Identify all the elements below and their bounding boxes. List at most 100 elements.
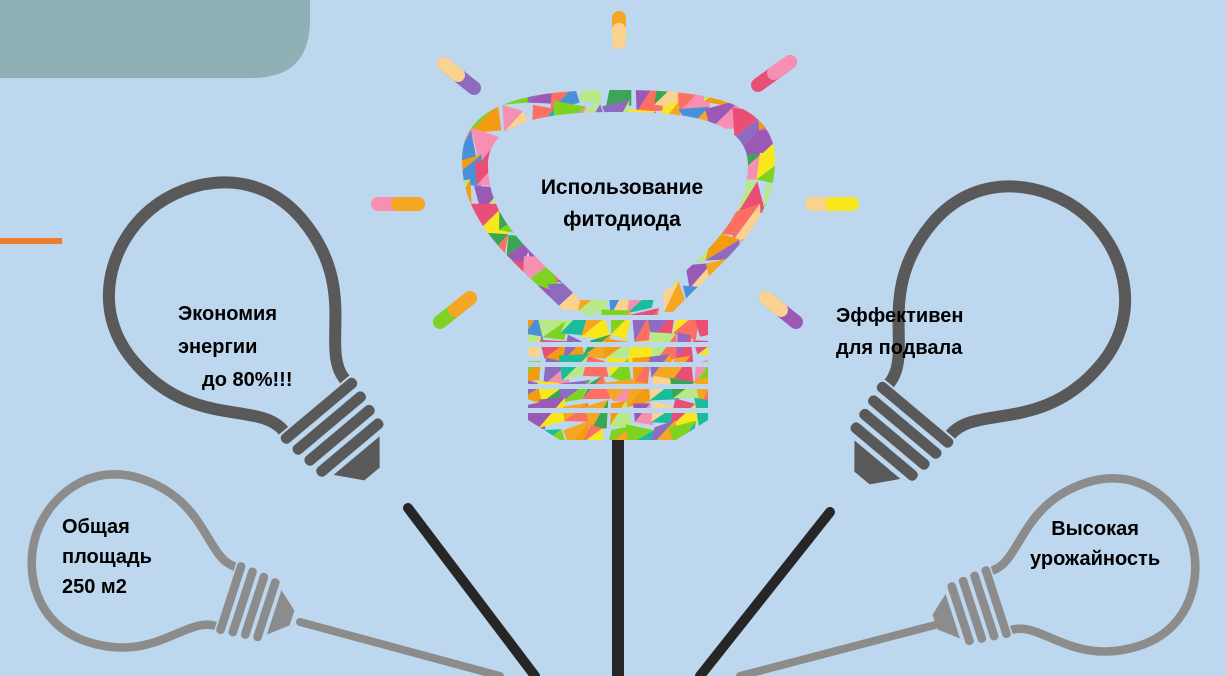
label-line: Экономия [178, 303, 277, 325]
mosaic-tile [700, 328, 708, 337]
mosaic-tile [662, 281, 679, 312]
mosaic-tile [462, 179, 471, 213]
mosaic-tile [783, 233, 807, 262]
mosaic-tile [626, 424, 654, 440]
mosaic-tile [792, 211, 810, 242]
bulb-right-upper [850, 180, 1131, 485]
mosaic-tile [538, 320, 568, 338]
bulb-center-thread-gaps [520, 342, 720, 413]
mosaic-tile [790, 204, 808, 237]
mosaic-tile [678, 106, 710, 127]
mosaic-tile [562, 334, 582, 362]
bulb-center [462, 75, 820, 450]
mosaic-tile [720, 315, 740, 341]
mosaic-tile [677, 90, 712, 113]
label-line: Эффективен [836, 305, 964, 327]
mosaic-tile [626, 286, 658, 314]
mosaic-tile [787, 164, 819, 184]
mosaic-tile [695, 320, 708, 337]
mosaic-tile [761, 229, 775, 265]
label-line: площадь [62, 546, 152, 568]
mosaic-tile [605, 90, 632, 111]
mosaic-tile [669, 398, 696, 428]
mosaic-tile [678, 90, 712, 113]
mosaic-tile [705, 99, 741, 130]
mosaic-tile [462, 179, 473, 214]
label-line: фитодиода [563, 208, 681, 231]
mosaic-tile [561, 379, 591, 403]
label-line: Использование [540, 176, 704, 199]
mosaic-tile [482, 266, 505, 285]
mosaic-tile [462, 312, 480, 315]
mosaic-tile [558, 353, 590, 381]
mosaic-tile [708, 293, 735, 315]
mosaic-tile [462, 208, 476, 242]
corner-tab-shape [0, 0, 310, 78]
label-line: Высокая [1051, 518, 1139, 540]
mosaic-tile [611, 320, 631, 341]
mosaic-tile [733, 261, 756, 292]
mosaic-tile [759, 112, 775, 131]
mosaic-tile [473, 309, 501, 315]
mosaic-tile [462, 130, 472, 162]
mosaic-tile [462, 236, 479, 260]
accent-line [0, 238, 62, 244]
mosaic-tile [783, 107, 820, 135]
mosaic-tile [477, 265, 505, 285]
mosaic-tile [527, 90, 550, 103]
mosaic-tile [581, 320, 612, 341]
mosaic-tile [757, 108, 775, 131]
mosaic-tile [782, 256, 820, 284]
mosaic-tile [720, 310, 738, 341]
mosaic-tile [682, 285, 713, 312]
mosaic-tile [672, 320, 689, 334]
mosaic-tile [731, 203, 761, 241]
mosaic-tile [763, 240, 775, 265]
mosaic-tile [528, 336, 541, 359]
mosaic-tile [787, 75, 816, 105]
mosaic-tile [495, 290, 534, 314]
mosaic-tile [462, 215, 476, 242]
mosaic-tile [760, 126, 775, 158]
thread-mask [520, 315, 720, 440]
mosaic-tile [732, 307, 764, 315]
mosaic-tile [583, 425, 603, 440]
wire-right-upper [695, 507, 835, 676]
mosaic-tile [462, 154, 482, 187]
mosaic-tile [668, 420, 696, 440]
light-rays-halves [391, 23, 859, 317]
mosaic-tile [733, 266, 764, 292]
mosaic-tile [528, 320, 535, 330]
mosaic-tile [462, 256, 474, 293]
mosaic-tile [718, 428, 741, 444]
mosaic-tile [768, 318, 782, 338]
bulb-right-lower [932, 474, 1200, 656]
label-line: энергии [178, 336, 258, 358]
mosaic-tile [562, 353, 590, 381]
mosaic-tile [586, 428, 604, 440]
bulb-left-lower [27, 470, 295, 652]
mosaic-tile [782, 133, 814, 162]
mosaic-tile [581, 334, 612, 358]
mosaic-tile [527, 90, 555, 104]
label-right-upper-bulb: Эффективен для подвала [836, 300, 963, 364]
mosaic-tile [762, 182, 775, 206]
mosaic-tile [651, 354, 678, 384]
label-line: для подвала [836, 337, 963, 359]
mosaic-tile [462, 232, 472, 260]
label-line: урожайность [1030, 548, 1161, 570]
mosaic-tile [783, 107, 811, 135]
mosaic-tile [718, 407, 740, 422]
label-line: Общая [62, 516, 130, 538]
mosaic-tile [721, 430, 741, 450]
wire-left-upper [403, 503, 540, 676]
mosaic-tile [470, 127, 501, 164]
mosaic-tile [786, 262, 820, 287]
mosaic-tile [610, 320, 626, 335]
mosaic-tile [637, 430, 655, 440]
label-left-upper-bulb: Экономия энергии до 80%!!! [178, 298, 292, 397]
wire-group [296, 434, 939, 676]
mosaic-tile [462, 256, 477, 293]
mosaic-tile [462, 130, 477, 162]
mosaic-tile [563, 419, 592, 440]
